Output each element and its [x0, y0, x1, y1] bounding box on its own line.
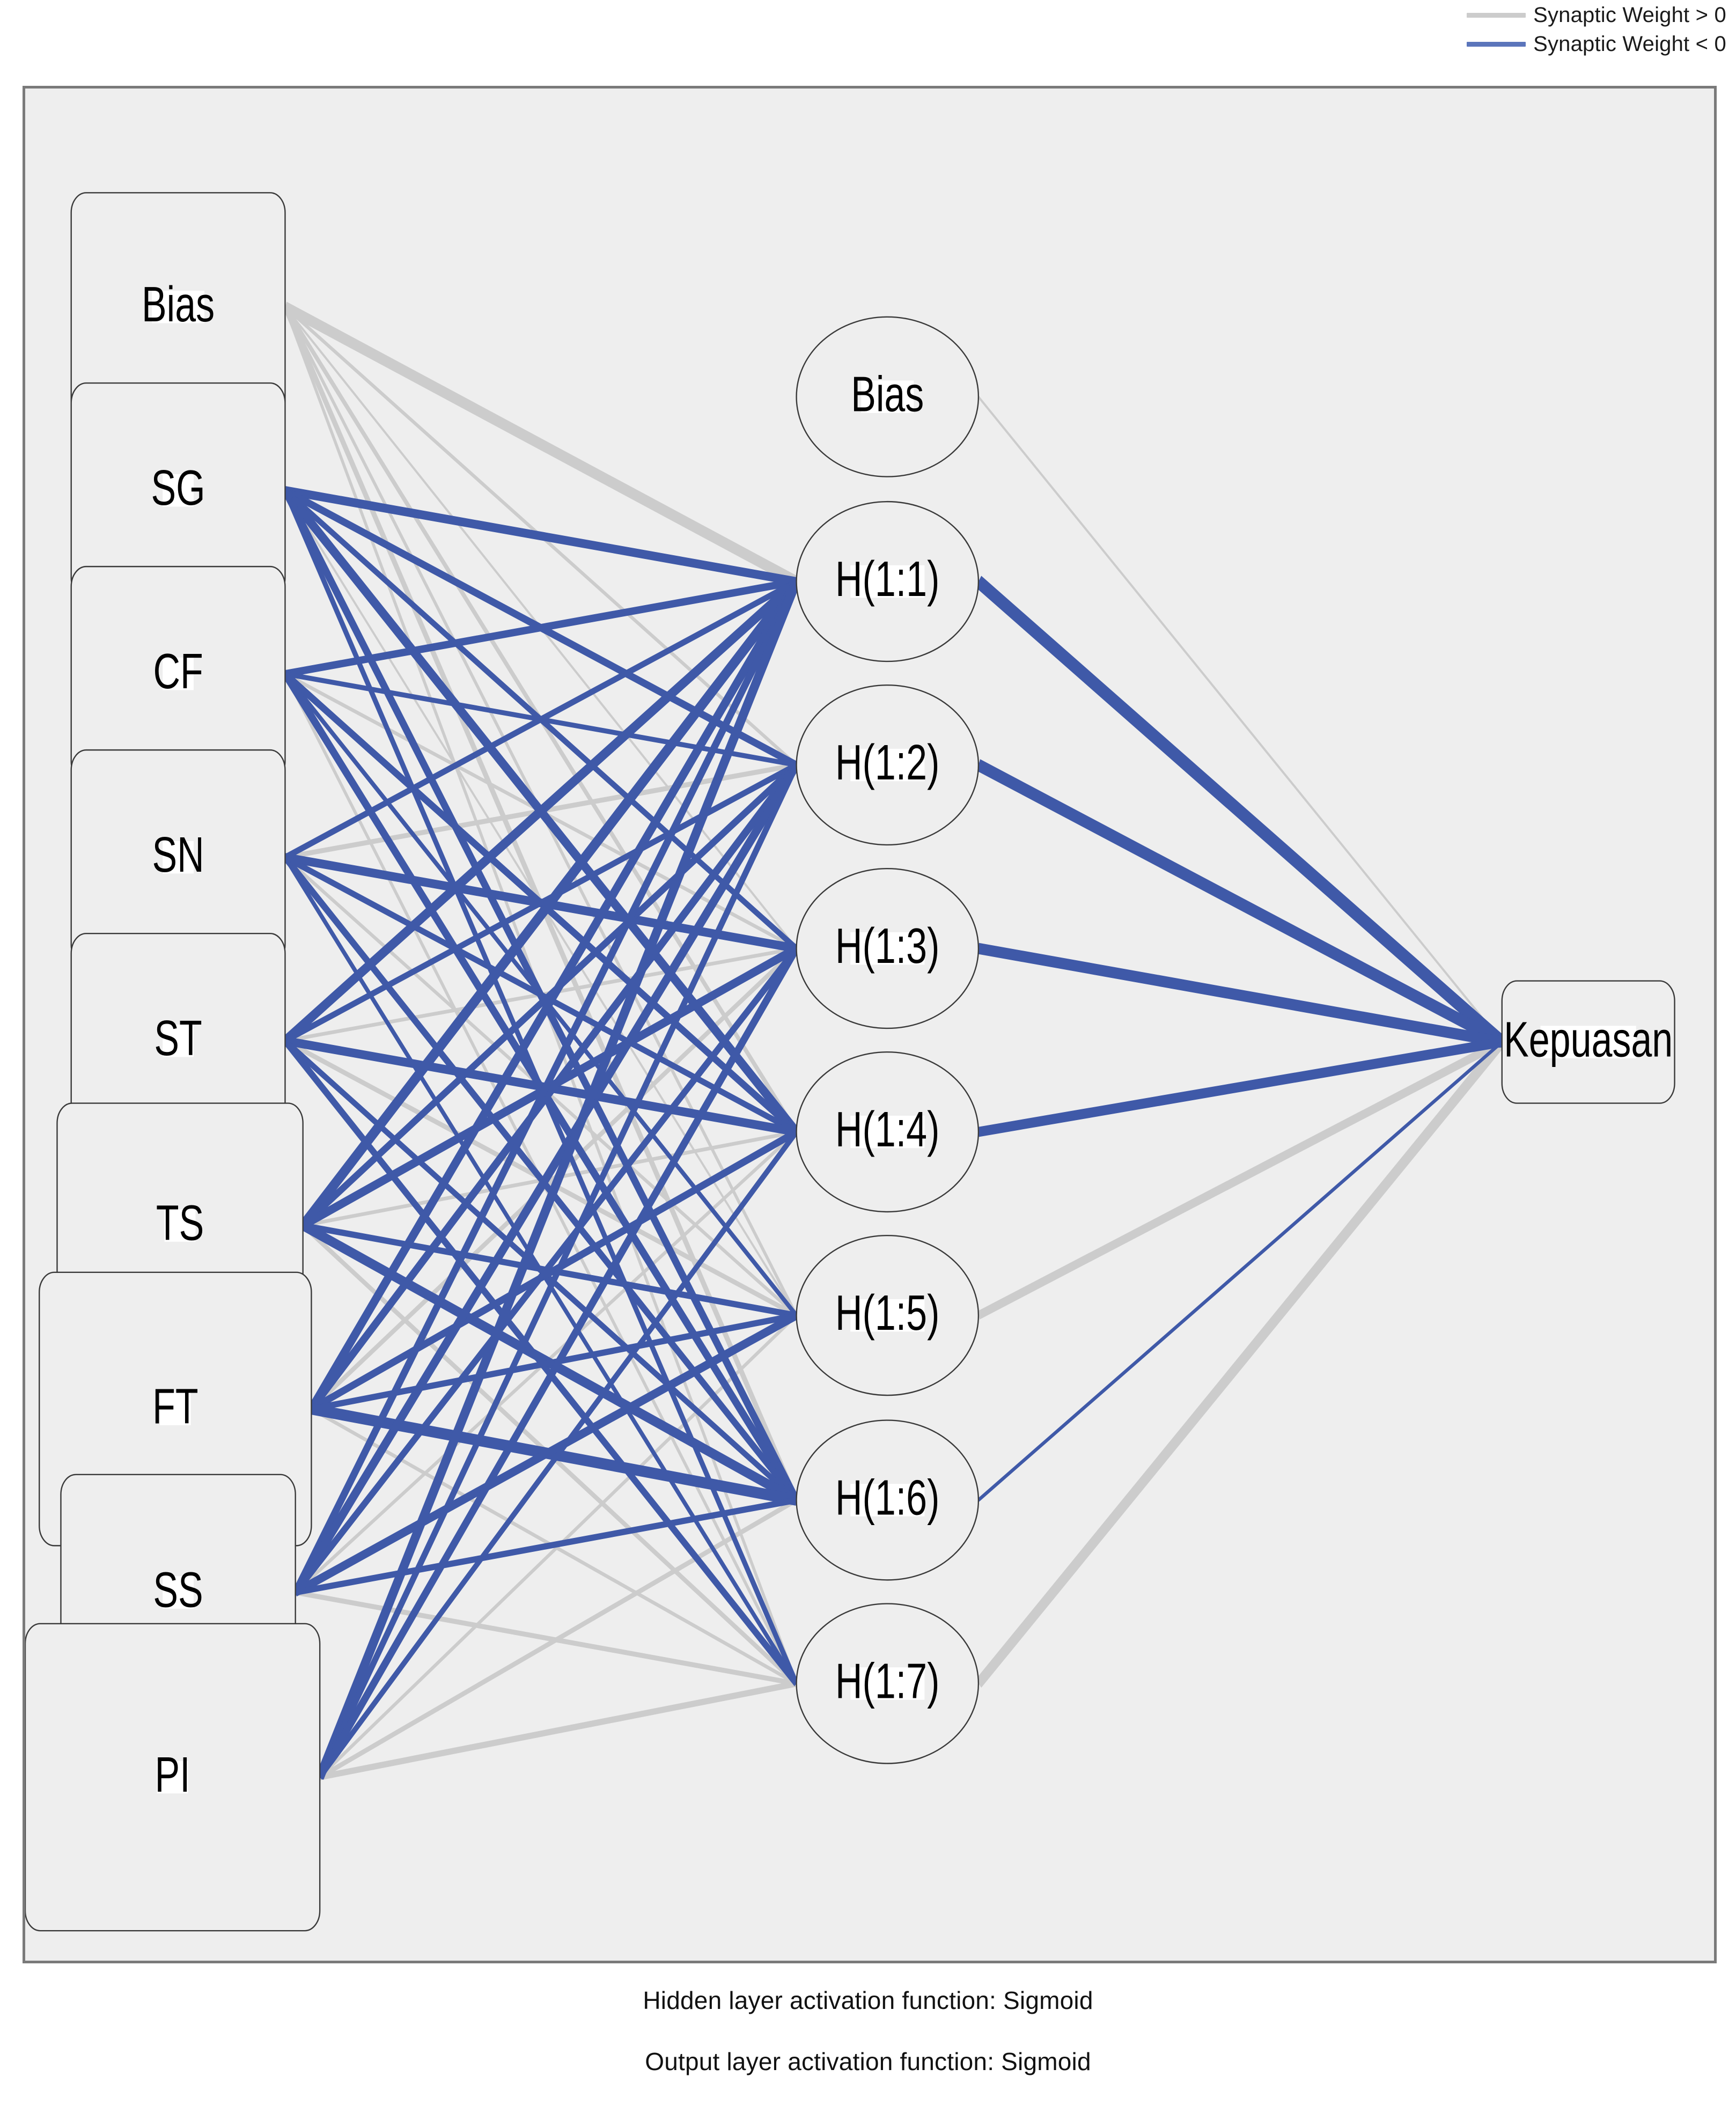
synapse-edge	[308, 578, 800, 1412]
output-node-kepuasan[interactable]: Kepuasan	[1502, 981, 1675, 1103]
node-label: SG	[151, 460, 205, 516]
synapse-edge	[975, 576, 1505, 1048]
node-label-background	[163, 841, 194, 874]
synapse-edge	[977, 1037, 1503, 1137]
synapse-edge	[977, 943, 1503, 1048]
synapse-edge	[317, 763, 799, 1779]
node-label-background	[850, 748, 925, 782]
node-label: ST	[154, 1011, 202, 1066]
node-label: SN	[152, 827, 204, 882]
synapse-edge	[283, 301, 798, 587]
hidden-node-h11[interactable]: H(1:1)	[797, 502, 979, 661]
synapse-edge	[309, 762, 799, 1412]
node-label-background	[164, 1209, 196, 1242]
node-label: H(1:2)	[835, 734, 939, 790]
hidden-node-h14[interactable]: H(1:4)	[797, 1052, 979, 1212]
input-node-bias[interactable]: Bias	[71, 193, 285, 421]
output-activation-caption: Output layer activation function: Sigmoi…	[645, 2048, 1091, 2075]
node-label: H(1:7)	[835, 1653, 939, 1709]
node-label: PI	[155, 1747, 190, 1802]
node-label: H(1:1)	[835, 551, 939, 607]
hidden-node-h13[interactable]: H(1:3)	[797, 868, 979, 1028]
hidden-node-bias[interactable]: Bias	[797, 317, 979, 477]
input-node-sg[interactable]: SG	[71, 383, 285, 598]
node-label: SS	[153, 1562, 203, 1618]
synapse-edge	[300, 577, 800, 1230]
hidden-activation-caption: Hidden layer activation function: Sigmoi…	[643, 1986, 1093, 2014]
hidden-node-h16[interactable]: H(1:6)	[797, 1420, 979, 1580]
input-node-pi[interactable]: PI	[25, 1624, 320, 1931]
synapse-edge	[295, 1497, 797, 1596]
node-label: H(1:6)	[835, 1470, 939, 1526]
legend: Synaptic Weight > 0 Synaptic Weight < 0	[1467, 3, 1726, 56]
legend-item-negative: Synaptic Weight < 0	[1467, 32, 1726, 56]
node-label: Bias	[851, 366, 924, 422]
node-label-background	[163, 657, 194, 690]
synapse-edge	[977, 395, 1503, 1043]
node-label: H(1:4)	[835, 1101, 939, 1157]
legend-item-positive: Synaptic Weight > 0	[1467, 3, 1726, 27]
synapse-edge	[284, 578, 797, 678]
node-label: FT	[152, 1379, 198, 1434]
legend-label-negative: Synaptic Weight < 0	[1533, 32, 1726, 56]
synapse-edge	[318, 1130, 798, 1780]
synapse-edge	[292, 579, 799, 1595]
synapse-edge	[317, 946, 799, 1780]
node-label: CF	[153, 643, 203, 699]
synapse-edge	[319, 1680, 797, 1780]
node-label-background	[850, 1484, 925, 1516]
input-node-sn[interactable]: SN	[71, 750, 285, 965]
hidden-node-h15[interactable]: H(1:5)	[797, 1235, 979, 1395]
input-node-cf[interactable]: CF	[71, 566, 285, 781]
negative-weight-swatch	[1467, 41, 1526, 47]
node-label-background	[1540, 1026, 1636, 1058]
synapse-edge	[311, 1403, 797, 1506]
node-label-background	[850, 1115, 925, 1148]
node-label-background	[850, 1667, 925, 1700]
node-label-background	[163, 1025, 194, 1057]
node-label: H(1:3)	[835, 918, 939, 974]
synapse-edge	[295, 1590, 797, 1687]
synapse-edge	[293, 946, 799, 1595]
node-label-background	[861, 380, 914, 413]
activation-captions: Hidden layer activation function: Sigmoi…	[0, 1985, 1736, 2107]
node-label-background	[159, 1393, 191, 1425]
synapse-edge	[976, 759, 1504, 1048]
input-node-st[interactable]: ST	[71, 933, 285, 1148]
node-label: TS	[156, 1195, 204, 1251]
synapse-edge	[284, 578, 798, 860]
synapse-edge	[316, 579, 800, 1780]
synapse-edge	[319, 1498, 797, 1780]
synapse-edge	[284, 762, 798, 1044]
synapse-edge	[310, 1128, 798, 1413]
node-label-background	[157, 1761, 188, 1794]
node-label-background	[850, 565, 925, 598]
synapse-edge	[292, 762, 800, 1596]
synapse-edge	[977, 1040, 1503, 1502]
node-label-background	[163, 474, 194, 507]
synapse-edge	[284, 1036, 797, 1137]
node-label: Bias	[142, 276, 215, 332]
node-label: Kepuasan	[1504, 1012, 1673, 1067]
synapse-edge	[977, 1037, 1503, 1320]
legend-label-positive: Synaptic Weight > 0	[1533, 3, 1726, 27]
hidden-node-h12[interactable]: H(1:2)	[797, 685, 979, 845]
synapse-edge	[283, 577, 799, 1045]
node-label-background	[163, 1576, 194, 1609]
synapse-edge	[284, 486, 797, 586]
node-label-background	[850, 932, 925, 965]
node-label-background	[152, 290, 205, 323]
hidden-node-h17[interactable]: H(1:7)	[797, 1604, 979, 1764]
node-label: H(1:5)	[835, 1285, 939, 1341]
node-label-background	[850, 1299, 925, 1332]
synapse-edge	[294, 1311, 798, 1597]
negative-edge-group	[282, 486, 1505, 1780]
synapse-edge	[284, 854, 798, 1135]
synapse-edge	[975, 1037, 1505, 1688]
positive-weight-swatch	[1467, 12, 1526, 18]
